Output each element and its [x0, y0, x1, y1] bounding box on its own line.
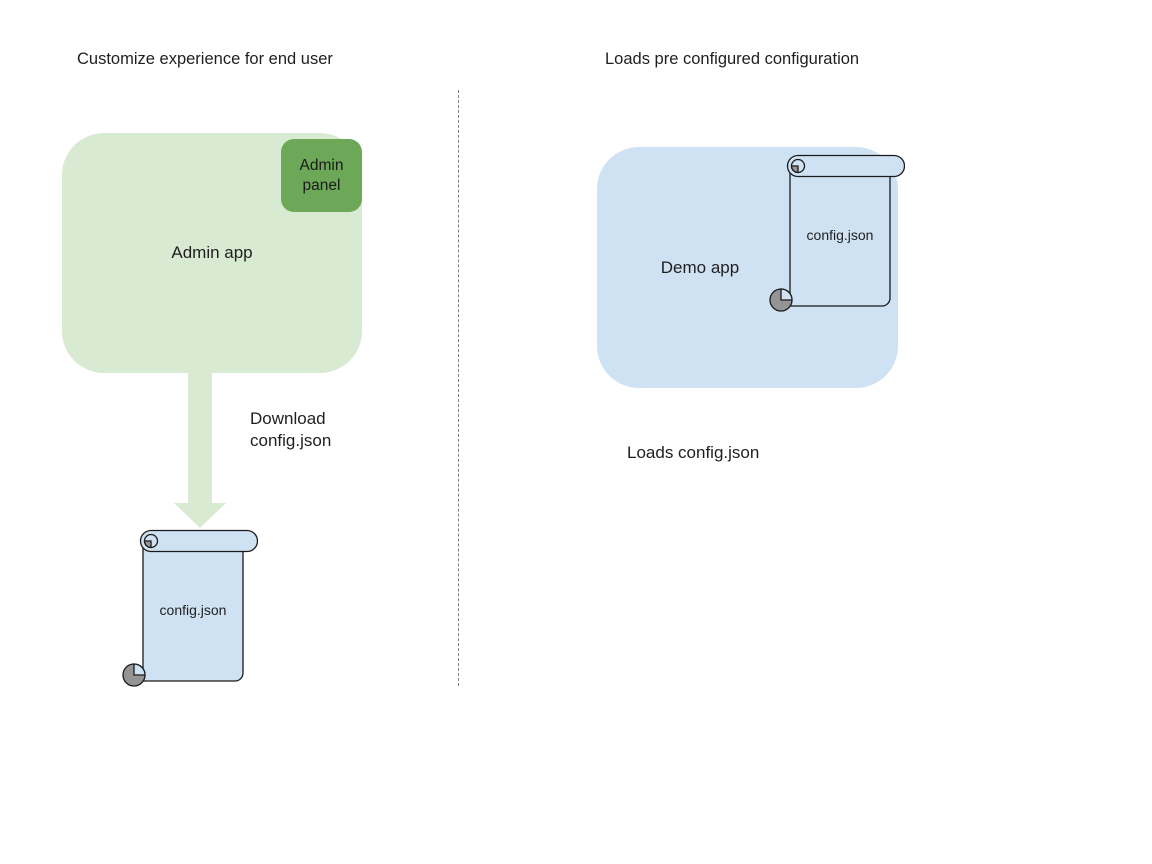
right-config-file-label-area: config.json [790, 174, 890, 296]
section-divider [458, 90, 459, 686]
loads-config-caption: Loads config.json [627, 443, 760, 462]
admin-panel-box: Admin panel [281, 139, 362, 212]
config-scroll-icon [122, 529, 258, 687]
right-config-file-label: config.json [806, 227, 874, 243]
download-config-line2: config.json [250, 431, 332, 450]
config-scroll-icon [769, 154, 905, 312]
download-config-line1: Download [250, 409, 326, 428]
demo-app-label-area: Demo app [597, 147, 803, 388]
demo-app-label: Demo app [660, 257, 740, 277]
admin-panel-label: Admin panel [299, 156, 344, 194]
admin-app-label: Admin app [171, 243, 253, 262]
left-config-file-label: config.json [159, 602, 227, 618]
download-config-label: Download config.json [250, 408, 370, 452]
right-section-title: Loads pre configured configuration [605, 50, 860, 68]
left-config-file-label-area: config.json [143, 549, 243, 671]
down-arrow-icon [174, 373, 226, 528]
left-section-title: Customize experience for end user [77, 50, 333, 68]
